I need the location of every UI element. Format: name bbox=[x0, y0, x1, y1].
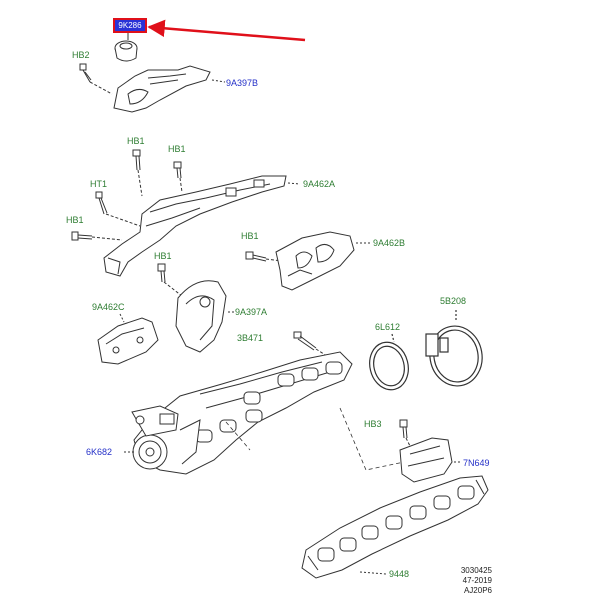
bolt-hb2 bbox=[79, 63, 113, 95]
callout-hb1-a: HB1 bbox=[127, 136, 145, 146]
callout-9a462c: 9A462C bbox=[92, 302, 125, 312]
gasket-ring-6l612 bbox=[369, 333, 409, 391]
heat-shield-9a462b bbox=[275, 231, 370, 291]
callout-5b208: 5B208 bbox=[440, 296, 467, 306]
highlight-arrow bbox=[147, 19, 306, 42]
highlighted-part-label[interactable]: 9K286 bbox=[113, 18, 147, 33]
bolt-ht1 bbox=[95, 191, 141, 227]
figure-code-line-3: AJ20P6 bbox=[463, 586, 492, 595]
callout-7n649[interactable]: 7N649 bbox=[463, 458, 490, 468]
heat-shield-7n649 bbox=[399, 437, 462, 483]
callout-hb1-e: HB1 bbox=[154, 251, 172, 261]
bolt-hb3 bbox=[399, 419, 411, 447]
figure-code: 3030425 47-2019 AJ20P6 bbox=[461, 566, 492, 596]
callout-6l612: 6L612 bbox=[375, 322, 401, 332]
callout-9448: 9448 bbox=[389, 569, 410, 579]
callout-9a462a: 9A462A bbox=[303, 179, 336, 189]
callout-hb2: HB2 bbox=[72, 50, 90, 60]
exhaust-manifold-9448 bbox=[301, 475, 489, 579]
sensor-3b471 bbox=[293, 331, 331, 359]
turbo-manifold-6k682 bbox=[122, 351, 353, 475]
callout-9a397a: 9A397A bbox=[235, 307, 268, 317]
callout-9a397b[interactable]: 9A397B bbox=[226, 78, 259, 88]
figure-code-line-1: 3030425 bbox=[460, 566, 492, 575]
heat-shield-9a397b bbox=[113, 65, 226, 113]
callout-ht1: HT1 bbox=[90, 179, 108, 189]
heat-shield-9a462c bbox=[97, 313, 159, 365]
bolt-hb1-e bbox=[157, 263, 183, 297]
figure-code-line-2: 47-2019 bbox=[462, 576, 492, 585]
callout-hb1-c: HB1 bbox=[66, 215, 84, 225]
heat-shield-9a397a bbox=[175, 280, 236, 353]
cap-part bbox=[114, 30, 138, 62]
bolt-hb1-b bbox=[173, 161, 183, 193]
heat-shield-9a462a bbox=[103, 175, 301, 277]
callout-9a462b: 9A462B bbox=[373, 238, 406, 248]
callout-hb1-b: HB1 bbox=[168, 144, 186, 154]
callout-hb1-d: HB1 bbox=[241, 231, 259, 241]
callout-hb3: HB3 bbox=[364, 419, 382, 429]
bolt-hb1-c bbox=[71, 231, 123, 241]
v-band-clamp-5b208 bbox=[425, 310, 483, 387]
callout-3b471: 3B471 bbox=[237, 333, 264, 343]
bolt-hb1-a bbox=[132, 149, 143, 197]
callout-6k682[interactable]: 6K682 bbox=[86, 447, 113, 457]
assembly-lead-lines bbox=[225, 407, 405, 471]
